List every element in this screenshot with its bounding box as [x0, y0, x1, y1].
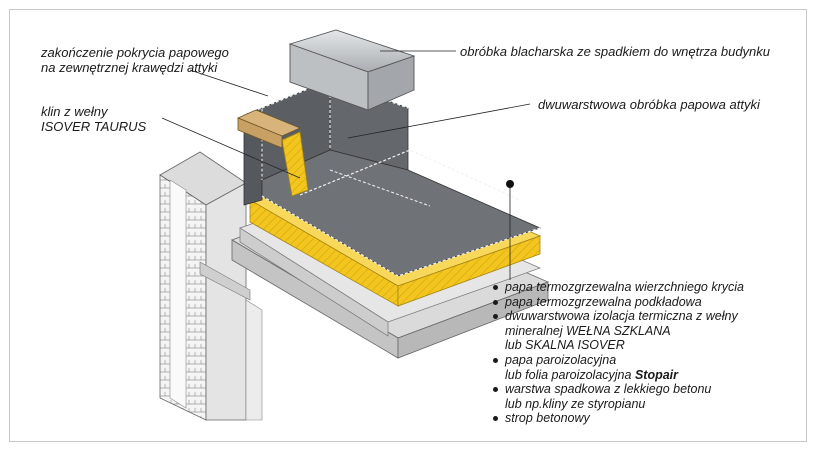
bullet-dot: [493, 416, 498, 422]
callout-wool-wedge: klin z wełny ISOVER TAURUS: [41, 104, 146, 134]
external-wall: [159, 151, 263, 421]
bullet-dot: [493, 299, 498, 305]
callout-edge-finish-line2: na zewnętrznej krawędzi attyki: [41, 60, 218, 75]
callout-wool-wedge-line1: klin z wełny: [41, 104, 108, 119]
callout-flashing: obróbka blacharska ze spadkiem do wnętrz…: [460, 44, 771, 59]
stopair-brand: Stopair: [634, 367, 679, 382]
diagram-frame: [9, 9, 807, 442]
wool-wedge: [236, 109, 309, 197]
callout-edge-finish-line1: zakończenie pokrycia papowego: [41, 45, 229, 60]
layer-legend: papa termozgrzewalna wierzchniego krycia…: [490, 280, 744, 426]
callout-edge-finish: zakończenie pokrycia papowego na zewnętr…: [41, 45, 229, 75]
bullet-dot: [493, 357, 498, 363]
bullet-dot: [493, 285, 498, 290]
bullet-dot: [493, 314, 498, 320]
metal-flashing: [288, 29, 416, 111]
legend-item: papa termozgrzewalna podkładowa: [490, 295, 744, 310]
legend-item: papa termozgrzewalna wierzchniego krycia: [490, 280, 744, 295]
callout-wool-wedge-line2: ISOVER TAURUS: [41, 119, 147, 134]
bullet-dot: [493, 387, 498, 393]
callout-parapet-felt: dwuwarstwowa obróbka papowa attyki: [538, 97, 760, 112]
leader-lines: [161, 50, 531, 280]
roof-membrane: [243, 79, 542, 277]
legend-item: strop betonowy: [490, 411, 744, 426]
leader-dot: [506, 180, 514, 188]
